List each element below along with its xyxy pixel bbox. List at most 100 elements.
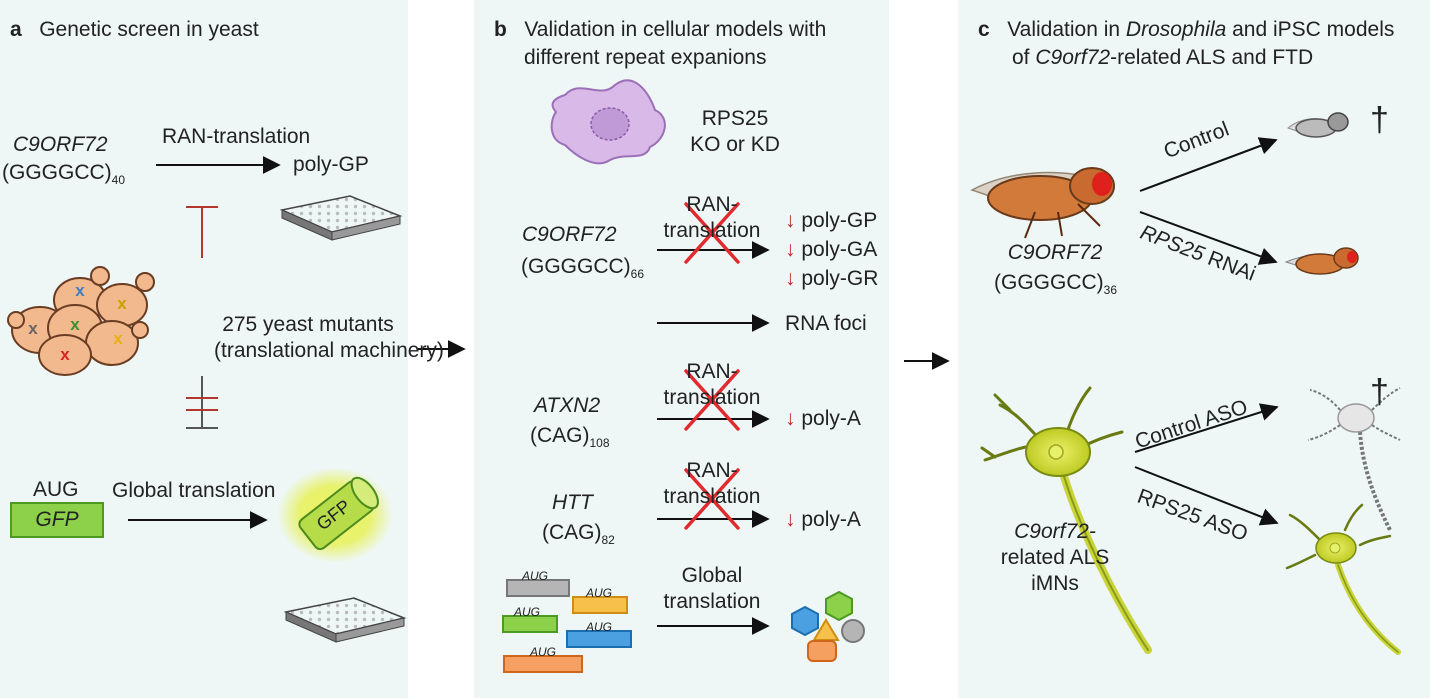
repeat-count: 108 bbox=[589, 436, 610, 450]
aug-bars-icon bbox=[502, 579, 632, 673]
repeat-label: (GGGGCC)36 bbox=[994, 270, 1117, 296]
panel-letter: b bbox=[494, 18, 507, 41]
repeat-count: 36 bbox=[1103, 283, 1118, 297]
ran-translation-label: RAN- translation bbox=[657, 192, 767, 244]
repeat-count: 82 bbox=[601, 533, 615, 547]
red-cross bbox=[684, 369, 740, 431]
yeast-mark: x bbox=[75, 281, 85, 300]
panel-title-line2: of C9orf72-related ALS and FTD bbox=[1012, 46, 1314, 69]
mutants-line: 275 yeast mutants bbox=[222, 313, 394, 336]
yeast-cells-icon bbox=[7, 266, 155, 376]
repeat-label: (CAG)108 bbox=[530, 423, 610, 449]
down-arrow-icon: ↓ bbox=[785, 508, 796, 531]
repeat-label: (GGGGCC)40 bbox=[2, 160, 125, 186]
product-label: ↓ poly-A bbox=[785, 508, 861, 531]
panel-c bbox=[958, 0, 1430, 698]
panel-title-line2: different repeat expanions bbox=[524, 46, 767, 69]
neuron-line: iMNs bbox=[1031, 572, 1079, 595]
down-arrow-icon: ↓ bbox=[785, 238, 796, 261]
dagger-icon: † bbox=[1370, 101, 1389, 139]
down-arrow-icon: ↓ bbox=[785, 407, 796, 430]
red-cross bbox=[684, 468, 740, 530]
gfp-gene-box bbox=[10, 502, 104, 538]
gene-name: C9ORF72 bbox=[13, 133, 108, 156]
gene-name: C9ORF72 bbox=[522, 223, 617, 246]
repeat-label: (GGGGCC)66 bbox=[521, 254, 644, 280]
product-label: ↓ poly-GR bbox=[785, 267, 879, 290]
inhibition-symbol bbox=[186, 206, 218, 258]
yeast-mark: x bbox=[113, 329, 123, 348]
ran-line: translation bbox=[663, 386, 761, 409]
product-label: ↓ poly-GP bbox=[785, 209, 878, 232]
repeat-label: (CAG)82 bbox=[542, 520, 615, 546]
gene-name: ATXN2 bbox=[534, 394, 601, 417]
aug-label: AUG bbox=[586, 586, 613, 600]
ran-translation-label: RAN-translation bbox=[162, 125, 311, 148]
neuron-label: C9orf72- related ALS iMNs bbox=[990, 519, 1120, 597]
repeat-count: 40 bbox=[111, 173, 126, 187]
panel-a-heading: a Genetic screen in yeast bbox=[10, 17, 259, 43]
down-arrow-icon: ↓ bbox=[785, 209, 796, 232]
repeat-count: 66 bbox=[630, 267, 645, 281]
neuron-line: C9orf72- bbox=[1014, 520, 1096, 543]
yeast-mark: x bbox=[70, 315, 80, 334]
down-arrow-icon: ↓ bbox=[785, 267, 796, 290]
panel-title: Genetic screen in yeast bbox=[39, 18, 259, 41]
rps25-line: RPS25 bbox=[701, 107, 769, 130]
mutants-label: 275 yeast mutants bbox=[208, 312, 408, 338]
rps25-line: KO or KD bbox=[690, 133, 780, 156]
rna-foci-label: RNA foci bbox=[785, 312, 867, 335]
dagger-icon: † bbox=[1370, 373, 1389, 411]
neuron-icon bbox=[980, 386, 1152, 654]
gfp-protein-icon bbox=[277, 467, 393, 563]
aug-label: AUG bbox=[514, 605, 541, 619]
gene-name: C9ORF72 bbox=[1007, 241, 1103, 264]
gfp-gene-label: GFP bbox=[35, 508, 79, 531]
repeat-text: (CAG) bbox=[530, 424, 590, 447]
repeat-text: (CAG) bbox=[542, 521, 602, 544]
ran-translation-label: RAN- translation bbox=[657, 359, 767, 411]
ran-translation-label: RAN- translation bbox=[657, 458, 767, 510]
yeast-mark: x bbox=[28, 319, 38, 338]
assay-plate-icon bbox=[283, 597, 407, 643]
panel-title: Validation in cellular models with bbox=[524, 18, 827, 41]
repeat-text: (GGGGCC) bbox=[521, 255, 631, 278]
protein-shapes-icon bbox=[791, 590, 865, 662]
gene-name: HTT bbox=[552, 491, 593, 514]
aug-label: AUG bbox=[586, 620, 613, 634]
healthy-neuron-icon bbox=[1285, 503, 1401, 655]
cell-icon bbox=[550, 79, 666, 165]
aug-label: AUG bbox=[530, 645, 557, 659]
ran-line: RAN- bbox=[686, 459, 738, 482]
repeat-text: (GGGGCC) bbox=[2, 161, 112, 184]
ran-line: RAN- bbox=[686, 360, 738, 383]
dead-fly-icon bbox=[1287, 112, 1349, 138]
ran-line: translation bbox=[663, 485, 761, 508]
panel-letter: a bbox=[10, 18, 22, 41]
mutants-label-2: (translational machinery) bbox=[214, 339, 444, 362]
product-label: ↓ poly-A bbox=[785, 407, 861, 430]
neuron-line: related ALS bbox=[1000, 546, 1110, 569]
aug-label: AUG bbox=[522, 569, 549, 583]
mixed-inhibition-symbol bbox=[186, 376, 218, 429]
ran-line: RAN- bbox=[686, 193, 738, 216]
aug-label: AUG bbox=[33, 478, 79, 501]
global-translation-label: Global translation bbox=[112, 479, 276, 502]
panel-b-heading: b Validation in cellular models with bbox=[494, 17, 826, 43]
yeast-mark: x bbox=[117, 294, 127, 313]
panel-letter: c bbox=[978, 18, 990, 41]
surviving-fly-icon bbox=[1284, 247, 1359, 275]
assay-plate-icon bbox=[279, 195, 403, 241]
product-label: ↓ poly-GA bbox=[785, 238, 878, 261]
global-line: translation bbox=[663, 590, 761, 613]
global-line: Global bbox=[681, 564, 743, 587]
dead-neuron-icon bbox=[1307, 387, 1401, 531]
global-translation-label: Global translation bbox=[657, 563, 767, 615]
rps25-label: RPS25 KO or KD bbox=[680, 106, 790, 158]
repeat-text: (GGGGCC) bbox=[994, 271, 1104, 294]
ran-line: translation bbox=[663, 219, 761, 242]
panel-c-heading: c Validation in Drosophila and iPSC mode… bbox=[978, 18, 1395, 41]
product-label: poly-GP bbox=[293, 153, 369, 176]
